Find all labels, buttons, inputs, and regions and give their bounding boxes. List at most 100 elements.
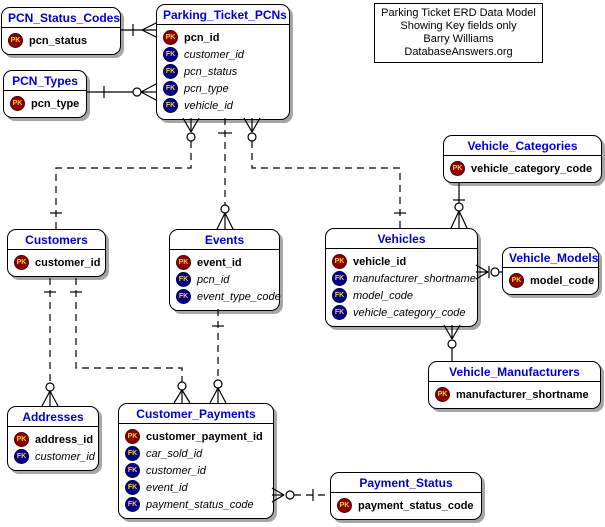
field-row: FK manufacturer_shortname <box>332 270 476 287</box>
field-row: PK vehicle_id <box>332 253 471 270</box>
field-name: pcn_status <box>184 65 238 78</box>
field-name: event_id <box>197 256 242 269</box>
rel-vehicle-categories-vehicles <box>450 183 468 229</box>
entity-title: Vehicles <box>326 229 477 249</box>
fk-icon: FK <box>125 480 140 495</box>
field-name: vehicle_category_code <box>471 162 593 175</box>
field-row: PK event_id <box>176 254 273 271</box>
entity-title: Payment_Status <box>331 473 481 493</box>
rel-events-customer-payments <box>209 309 227 404</box>
field-name: customer_id <box>35 256 101 269</box>
entity-title: Vehicle_Categories <box>444 136 601 156</box>
entity-pcn-types: PCN_Types PK pcn_type <box>3 70 87 118</box>
field-row: FK car_sold_id <box>125 445 267 462</box>
rel-pcn-types-parking-ticket-pcns <box>86 83 157 101</box>
rel-parking-ticket-pcns-customers <box>50 117 200 229</box>
field-row: FK payment_status_code <box>125 496 267 513</box>
fk-icon: FK <box>163 81 178 96</box>
rel-vehicles-vehicle-models <box>475 264 502 280</box>
field-name: vehicle_id <box>353 255 407 268</box>
field-name: customer_id <box>146 464 206 477</box>
field-row: PK customer_payment_id <box>125 428 267 445</box>
fk-icon: FK <box>176 272 191 287</box>
pk-icon: PK <box>337 498 352 513</box>
pk-icon: PK <box>509 273 524 288</box>
pk-icon: PK <box>332 254 347 269</box>
entity-events: Events PK event_id FK pcn_id FK event_ty… <box>169 229 281 311</box>
fk-icon: FK <box>125 446 140 461</box>
diagram-note: Parking Ticket ERD Data Model Showing Ke… <box>374 3 543 63</box>
field-name: manufacturer_shortname <box>353 272 476 285</box>
rel-parking-ticket-pcns-events <box>216 118 234 230</box>
field-row: FK pcn_status <box>163 63 283 80</box>
field-row: FK customer_id <box>163 46 283 63</box>
pk-icon: PK <box>8 33 23 48</box>
field-row: PK manufacturer_shortname <box>435 386 594 403</box>
note-line: Parking Ticket ERD Data Model <box>381 7 536 19</box>
fk-icon: FK <box>163 64 178 79</box>
entity-parking-ticket-pcns: Parking_Ticket_PCNs PK pcn_id FK custome… <box>156 4 290 120</box>
entity-payment-status: Payment_Status PK payment_status_code <box>330 472 482 520</box>
entity-title: Addresses <box>8 407 98 427</box>
fk-icon: FK <box>332 271 347 286</box>
pk-icon: PK <box>176 255 191 270</box>
entity-title: Parking_Ticket_PCNs <box>157 5 289 25</box>
pk-icon: PK <box>14 432 29 447</box>
field-row: FK vehicle_id <box>163 97 283 114</box>
field-row: PK address_id <box>14 431 94 448</box>
rel-customer-payments-payment-status <box>271 487 330 503</box>
entity-vehicle-models: Vehicle_Models PK model_code <box>502 247 599 295</box>
field-row: PK model_code <box>509 272 594 289</box>
field-row: FK vehicle_category_code <box>332 304 471 321</box>
entity-title: Events <box>170 230 279 250</box>
field-row: PK pcn_type <box>10 95 80 112</box>
field-row: FK pcn_id <box>176 271 273 288</box>
fk-icon: FK <box>332 305 347 320</box>
pk-icon: PK <box>450 161 465 176</box>
entity-title: Customers <box>8 230 105 250</box>
entity-vehicle-manufacturers: Vehicle_Manufacturers PK manufacturer_sh… <box>428 361 601 409</box>
entity-customer-payments: Customer_Payments PK customer_payment_id… <box>118 403 274 519</box>
fk-icon: FK <box>163 98 178 113</box>
field-name: customer_id <box>35 450 95 463</box>
field-name: vehicle_id <box>184 99 233 112</box>
field-row: FK customer_id <box>125 462 267 479</box>
field-name: model_code <box>353 289 413 302</box>
rel-vehicles-vehicle-manufacturers <box>443 324 461 361</box>
field-name: pcn_status <box>29 34 88 47</box>
field-row: FK customer_id <box>14 448 95 465</box>
rel-customers-addresses <box>41 278 59 407</box>
field-row: PK customer_id <box>14 254 101 271</box>
pk-icon: PK <box>14 255 29 270</box>
fk-icon: FK <box>163 47 178 62</box>
entity-addresses: Addresses PK address_id FK customer_id <box>7 406 99 471</box>
entity-customers: Customers PK customer_id <box>7 229 106 277</box>
fk-icon: FK <box>125 497 140 512</box>
field-name: customer_id <box>184 48 244 61</box>
field-name: vehicle_category_code <box>353 306 466 319</box>
rel-parking-ticket-pcns-vehicles <box>243 117 406 228</box>
field-name: address_id <box>35 433 94 446</box>
pk-icon: PK <box>10 96 25 111</box>
field-row: FK pcn_type <box>163 80 283 97</box>
field-name: pcn_type <box>184 82 229 95</box>
entity-title: Vehicle_Models <box>503 248 598 268</box>
fk-icon: FK <box>14 449 29 464</box>
field-row: PK vehicle_category_code <box>450 160 595 177</box>
field-name: customer_payment_id <box>146 430 263 443</box>
fk-icon: FK <box>332 288 347 303</box>
note-line: Showing Key fields only <box>400 20 517 32</box>
field-row: FK event_type_code <box>176 288 281 305</box>
entity-title: PCN_Types <box>4 71 86 91</box>
pk-icon: PK <box>125 429 140 444</box>
entity-pcn-status-codes: PCN_Status_Codes PK pcn_status <box>1 7 121 55</box>
entity-title: Customer_Payments <box>119 404 273 424</box>
note-line: Barry Williams <box>423 33 494 45</box>
field-row: PK pcn_status <box>8 32 114 49</box>
entity-title: Vehicle_Manufacturers <box>429 362 600 382</box>
field-name: payment_status_code <box>358 499 474 512</box>
field-name: event_type_code <box>197 290 281 303</box>
pk-icon: PK <box>435 387 450 402</box>
field-row: FK model_code <box>332 287 471 304</box>
fk-icon: FK <box>125 463 140 478</box>
